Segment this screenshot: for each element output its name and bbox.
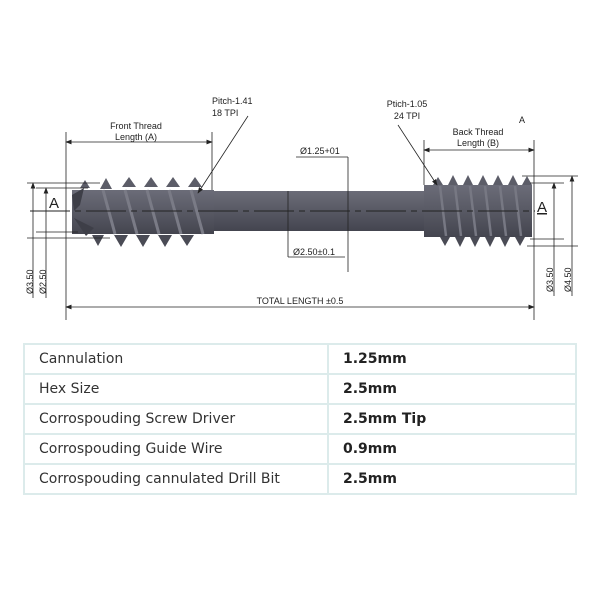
spec-label: Corrospouding Screw Driver bbox=[23, 403, 329, 435]
right-outer-dia: Ø4.50 bbox=[563, 267, 573, 292]
cannulation-dim-label: Ø1.25+01 bbox=[300, 146, 340, 156]
left-outer-dia: Ø3.50 bbox=[25, 269, 35, 294]
front-pitch-line1: Pitch-1.41 bbox=[212, 96, 253, 106]
total-length-label: TOTAL LENGTH ±0.5 bbox=[257, 296, 344, 306]
screw-technical-drawing: Front Thread Length (A) Pitch-1.41 18 TP… bbox=[25, 96, 578, 320]
back-pitch-line1: Ptich-1.05 bbox=[387, 99, 428, 109]
stray-mark: A bbox=[519, 115, 525, 125]
front-thread-label-line1: Front Thread bbox=[110, 121, 162, 131]
table-row: Corrospouding Guide Wire 0.9mm bbox=[23, 433, 577, 465]
spec-label: Hex Size bbox=[23, 373, 329, 405]
table-row: Hex Size 2.5mm bbox=[23, 373, 577, 405]
right-diameter-dimensions: A Ø3.50 Ø4.50 bbox=[522, 175, 578, 296]
specification-table: Cannulation 1.25mm Hex Size 2.5mm Corros… bbox=[23, 343, 577, 495]
spec-value: 2.5mm Tip bbox=[327, 403, 577, 435]
back-pitch-line2: 24 TPI bbox=[394, 111, 420, 121]
back-thread-length-dimension: Back Thread Length (B) bbox=[423, 127, 535, 320]
spec-label: Corrospouding Guide Wire bbox=[23, 433, 329, 465]
left-diameter-dimensions: A Ø3.50 Ø2.50 bbox=[25, 182, 110, 298]
right-inner-dia: Ø3.50 bbox=[545, 267, 555, 292]
front-thread-length-dimension: Front Thread Length (A) bbox=[65, 121, 213, 320]
front-pitch-callout: Pitch-1.41 18 TPI bbox=[197, 96, 253, 194]
spec-value: 2.5mm bbox=[327, 463, 577, 495]
shaft-diameter-dimension: Ø2.50±0.1 bbox=[287, 191, 345, 258]
table-row: Cannulation 1.25mm bbox=[23, 343, 577, 375]
spec-value: 1.25mm bbox=[327, 343, 577, 375]
table-row: Corrospouding Screw Driver 2.5mm Tip bbox=[23, 403, 577, 435]
back-thread-label-line1: Back Thread bbox=[453, 127, 504, 137]
back-thread-label-line2: Length (B) bbox=[457, 138, 499, 148]
back-pitch-callout: Ptich-1.05 24 TPI A bbox=[387, 99, 525, 186]
table-row: Corrospouding cannulated Drill Bit 2.5mm bbox=[23, 463, 577, 495]
spec-value: 0.9mm bbox=[327, 433, 577, 465]
spec-value: 2.5mm bbox=[327, 373, 577, 405]
front-pitch-line2: 18 TPI bbox=[212, 108, 238, 118]
left-inner-dia: Ø2.50 bbox=[38, 269, 48, 294]
spec-label: Cannulation bbox=[23, 343, 329, 375]
total-length-dimension: TOTAL LENGTH ±0.5 bbox=[65, 296, 535, 310]
front-thread bbox=[72, 177, 214, 247]
right-section-label: A bbox=[537, 199, 547, 216]
spec-label: Corrospouding cannulated Drill Bit bbox=[23, 463, 329, 495]
front-thread-label-line2: Length (A) bbox=[115, 132, 157, 142]
cannulation-dimension: Ø1.25+01 bbox=[296, 146, 349, 272]
left-section-label: A bbox=[49, 195, 59, 212]
shaft-dim-label: Ø2.50±0.1 bbox=[293, 247, 335, 257]
